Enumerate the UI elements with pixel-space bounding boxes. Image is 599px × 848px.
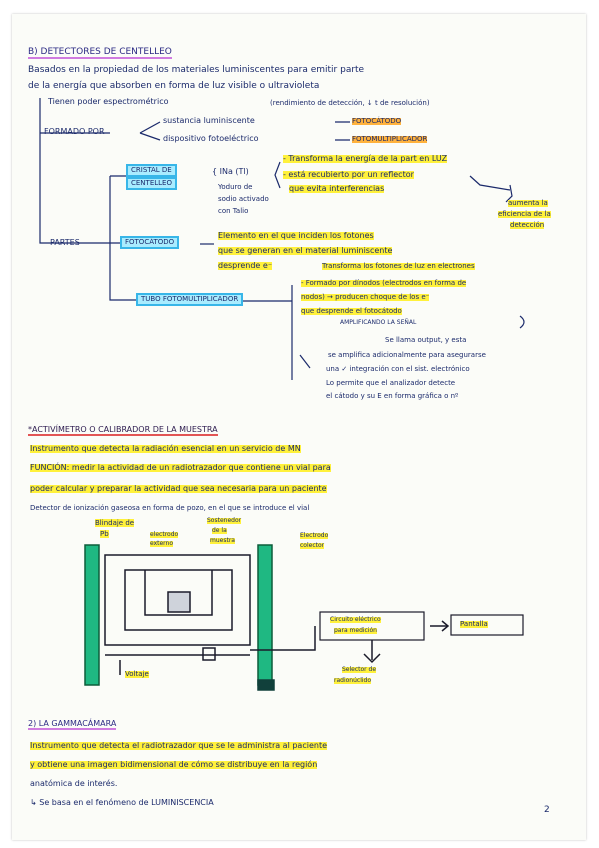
pantalla-label: Pantalla [460,620,488,628]
tubo-note-3: que desprende el fotocátodo [301,307,402,315]
sostenedor-label-2: de la [212,527,227,534]
cristal-desc-1: Yoduro de [218,183,253,191]
electrodo-externo-label-2: externo [150,540,174,547]
colector-label-2: colector [300,542,325,549]
gamma-line-1: Instrumento que detecta el radiotrazador… [30,741,327,750]
selector-label-1: Selector de [342,666,377,673]
tubo-note-5: Se llama output, y esta [385,336,467,344]
tubo-note-6: se amplifica adicionalmente para asegura… [328,351,486,359]
fotocatodo-note-2: que se generan en el material luminiscen… [218,246,393,255]
cristal-note-1: - Transforma la energía de la part en LU… [283,154,448,163]
formado-por-label: FORMADO POR [44,127,105,136]
page-number: 2 [544,805,550,815]
fotocatodo-note-1: Elemento en el que inciden los fotones [218,231,374,240]
sostenedor-label-1: Sostenedor [207,517,242,524]
colector-label-1: Electrodo [300,532,329,539]
electrodo-externo-label-1: electrodo [150,531,179,538]
activimetro-line-4: Detector de ionización gaseosa en forma … [30,504,310,512]
activimetro-line-3: poder calcular y preparar la actividad q… [30,484,327,493]
activimetro-line-2: FUNCIÓN: medir la actividad de un radiot… [30,463,331,472]
tubo-box: TUBO FOTOMULTIPLICADOR [135,293,244,306]
tubo-note-4: AMPLIFICANDO LA SEÑAL [340,319,417,326]
gamma-line-4: ↳ Se basa en el fenómeno de LUMINISCENCI… [30,798,214,807]
fotocatodo-note-4: Transforma los fotones de luz en electro… [322,262,475,270]
formado-item-2: dispositivo fotoeléctrico [163,134,259,143]
cristal-note-2: - está recubierto por un reflector [283,170,414,179]
partes-label: PARTES [50,238,80,247]
formado-item-1: sustancia luminiscente [163,116,255,125]
gamma-line-2: y obtiene una imagen bidimensional de có… [30,760,318,769]
notebook-page [12,14,586,840]
gamma-title: 2) LA GAMMACÁMARA [28,719,117,730]
cristal-desc-2: sodio activado [218,195,269,203]
tienen-text: Tienen poder espectrométrico [48,97,169,106]
tubo-note-7: una ✓ integración con el sist. electróni… [326,365,470,373]
cristal-box-line-1: CRISTAL DE [126,164,177,177]
tubo-note-8: Lo permite que el analizador detecte [326,379,456,387]
cristal-desc-3: con Talio [218,207,249,215]
tubo-note-2: nodos) → producen choque de los e⁻ [301,293,430,301]
tubo-note-1: - Formado por dínodos (electrodos en for… [301,279,467,287]
cristal-box-line-2: CENTELLEO [126,177,177,190]
activimetro-title: *ACTIVÍMETRO O CALIBRADOR DE LA MUESTRA [28,425,218,436]
selector-label-2: radionúclido [334,677,372,684]
blindaje-label-1: Blindaje de [95,519,135,527]
fotocatodo-note-3: desprende e⁻ [218,261,273,270]
blindaje-label-2: Pb [100,530,109,538]
tienen-note: (rendimiento de detección, ↓ t de resolu… [270,99,430,107]
section-b-line-2: de la energía que absorben en forma de l… [28,81,320,91]
section-b-title: B) DETECTORES DE CENTELLEO [28,47,172,59]
voltaje-label: Voltaje [125,670,149,678]
fotocatodo-target: FOTOCÁTODO [352,117,402,125]
activimetro-line-1: Instrumento que detecta la radiación ese… [30,444,301,453]
gamma-line-3: anatómica de interés. [30,779,118,788]
section-b-line-1: Basados en la propiedad de los materiale… [28,65,365,75]
fotocatodo-box: FOTOCÁTODO [119,236,180,249]
cristal-note-6: detección [510,221,545,229]
circuito-label-1: Circuito eléctrico [330,616,381,623]
cristal-note-5: eficiencia de la [498,210,551,218]
cristal-note-3: que evita interferencias [289,184,385,193]
sostenedor-label-3: muestra [210,537,235,544]
cristal-note-4: aumenta la [508,199,548,207]
tubo-note-9: el cátodo y su E en forma gráfica o nº [326,392,459,400]
cristal-formula: { INa (Tl) [212,167,249,176]
fotomultiplicador-target: FOTOMULTIPLICADOR [352,135,428,143]
circuito-label-2: para medición [334,627,377,634]
